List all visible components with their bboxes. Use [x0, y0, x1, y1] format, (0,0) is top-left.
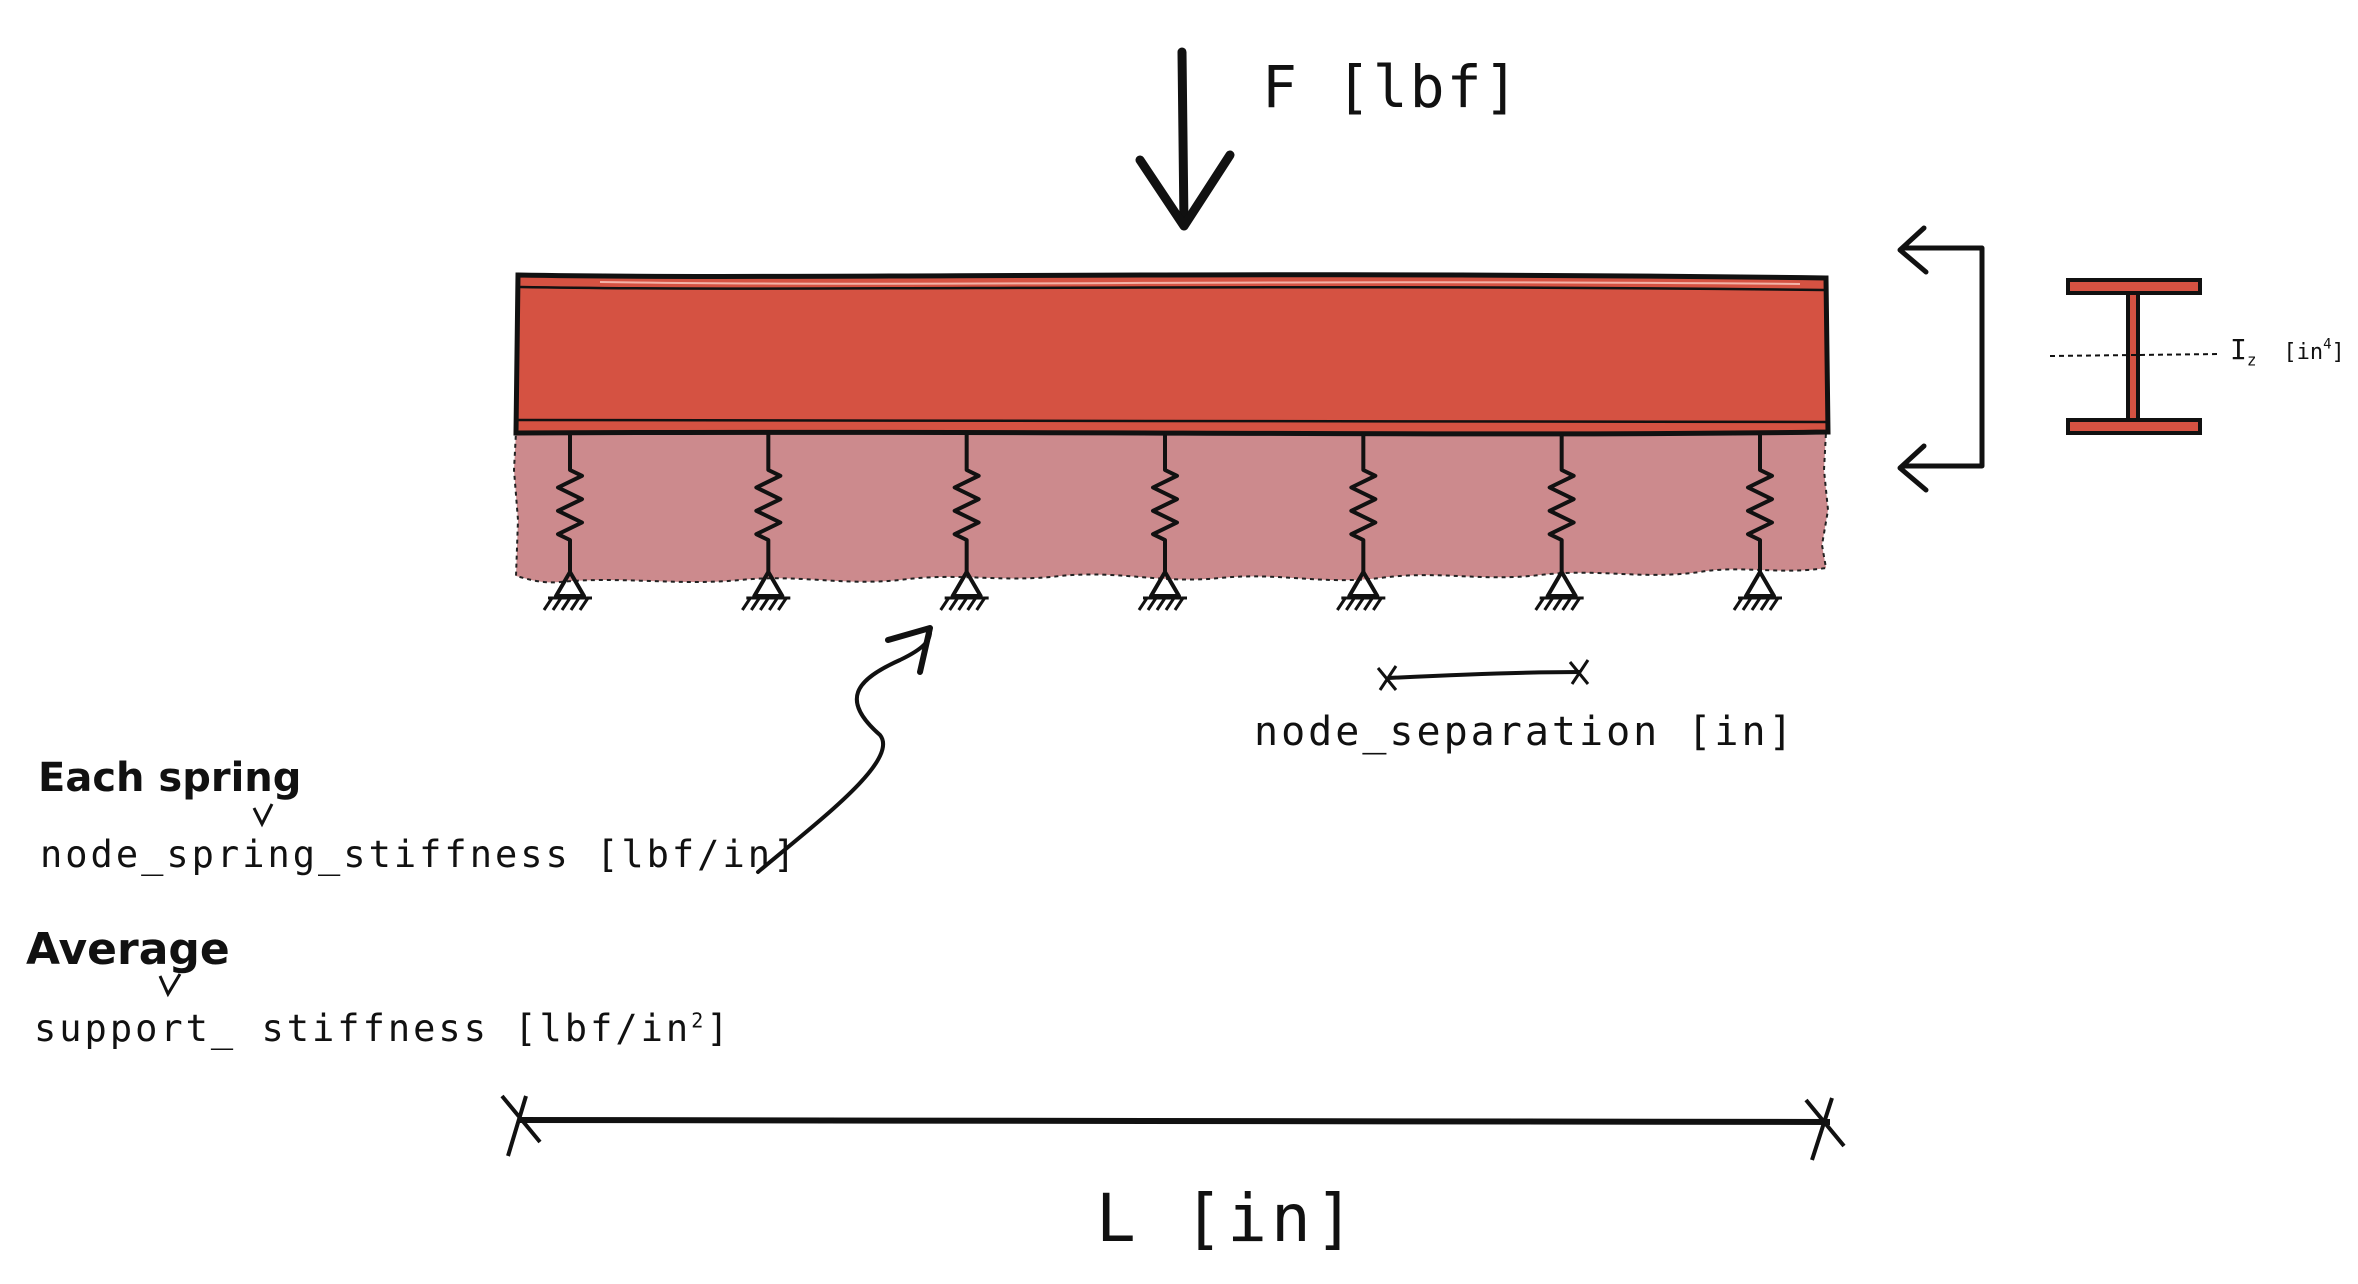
spring-support — [1336, 434, 1386, 611]
support-stiffness-close: ] — [706, 1007, 732, 1050]
pin-support — [554, 570, 586, 598]
section-cut-indicator — [1897, 225, 1985, 493]
beam-bottom-flange-line — [517, 418, 1827, 424]
support-stiffness-exponent: 2 — [691, 1008, 707, 1033]
spring — [754, 434, 783, 572]
spring-support — [939, 434, 989, 611]
spring — [1547, 434, 1576, 572]
support-stiffness-label: support_ stiffness [lbf/in2] — [34, 1010, 732, 1047]
spring — [1151, 434, 1179, 572]
spring — [952, 434, 981, 572]
spring-pointer-arrow — [756, 625, 933, 874]
node-spring-stiffness-label: node_spring_stiffness [lbf/in] — [40, 833, 799, 876]
pin-support — [1545, 570, 1578, 598]
elastic-foundation — [512, 431, 1830, 584]
ground-hatch — [939, 596, 989, 611]
beam-top-highlight — [599, 281, 1801, 285]
force-arrow — [1135, 47, 1235, 231]
ground-hatch — [1137, 596, 1187, 611]
inertia-unit: [in — [2283, 340, 2324, 365]
force-label: F [lbf] — [1262, 53, 1521, 121]
spring-supports — [542, 434, 1782, 611]
pin-support — [950, 570, 983, 598]
each-spring-caret — [252, 803, 274, 828]
length-dimension — [500, 1094, 1846, 1161]
ground-hatch — [1732, 596, 1782, 611]
ground-hatch — [1534, 596, 1584, 611]
pin-support — [752, 570, 785, 598]
spring-support — [1534, 434, 1584, 611]
ground-hatch — [542, 596, 592, 611]
spring — [1746, 434, 1774, 572]
node-separation-dimension — [1376, 659, 1590, 691]
spring — [1349, 434, 1378, 572]
pin-support — [1149, 570, 1181, 598]
neutral-axis-line — [2049, 353, 2221, 357]
spring — [556, 434, 584, 572]
spring-support — [542, 434, 592, 611]
beam-body — [513, 272, 1831, 437]
moment-of-inertia-label: Iz [in4] — [2230, 336, 2345, 369]
pin-support — [1744, 570, 1776, 598]
ground-hatch — [1336, 596, 1386, 611]
average-heading: Average — [26, 924, 230, 975]
pin-support — [1347, 570, 1380, 598]
length-label: L [in] — [1096, 1180, 1359, 1257]
inertia-unit-close: ] — [2331, 340, 2345, 365]
ground-hatch — [741, 596, 791, 611]
node-separation-label: node_separation [in] — [1254, 709, 1796, 755]
each-spring-heading: Each spring — [38, 755, 302, 801]
spring-support — [741, 434, 791, 611]
inertia-symbol: I — [2230, 333, 2247, 366]
inertia-subscript: z — [2246, 350, 2257, 370]
beam — [513, 272, 1831, 437]
beam-top-flange-line — [519, 285, 1825, 292]
i-beam-cross-section — [2049, 278, 2221, 435]
inertia-unit-exponent: 4 — [2323, 336, 2332, 353]
support-stiffness-text: support_ stiffness [lbf/in — [34, 1007, 692, 1050]
spring-support — [1732, 434, 1782, 611]
spring-support — [1137, 434, 1187, 611]
average-caret — [158, 973, 182, 998]
